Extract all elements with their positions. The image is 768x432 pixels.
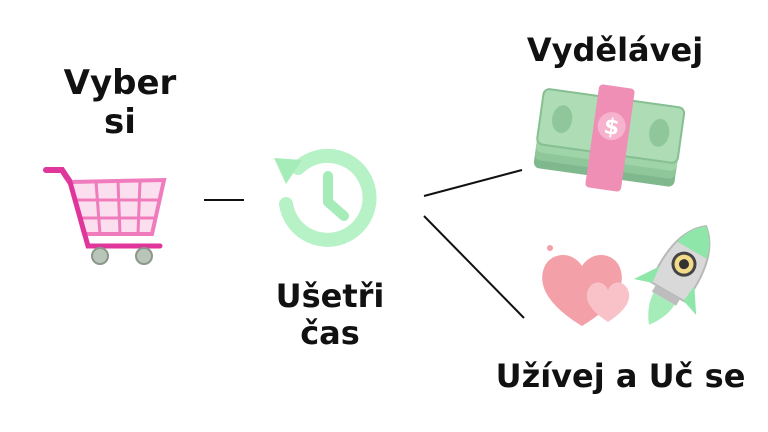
- node-label-choose: Vyber si: [50, 63, 190, 143]
- connector-save-to-enjoy: [423, 215, 525, 319]
- money-stack-icon: $: [533, 84, 686, 192]
- shopping-cart-icon: [43, 167, 167, 265]
- node-label-save-time: Ušetři čas: [255, 278, 405, 352]
- svg-text:$: $: [602, 114, 621, 141]
- node-label-save-line-1: Ušetři: [275, 277, 385, 315]
- node-label-earn: Vydělávej: [526, 31, 704, 69]
- node-label-enjoy: Užívej a Uč se: [495, 357, 746, 395]
- history-clock-icon: [274, 148, 377, 247]
- node-label-save-line-2: čas: [300, 313, 360, 352]
- connector-save-to-earn: [423, 169, 523, 197]
- node-label-choose-line-1: Vyber: [63, 63, 177, 103]
- rocket-icon: [633, 224, 711, 325]
- hearts-icon: [542, 245, 630, 326]
- node-label-choose-line-2: si: [104, 102, 136, 143]
